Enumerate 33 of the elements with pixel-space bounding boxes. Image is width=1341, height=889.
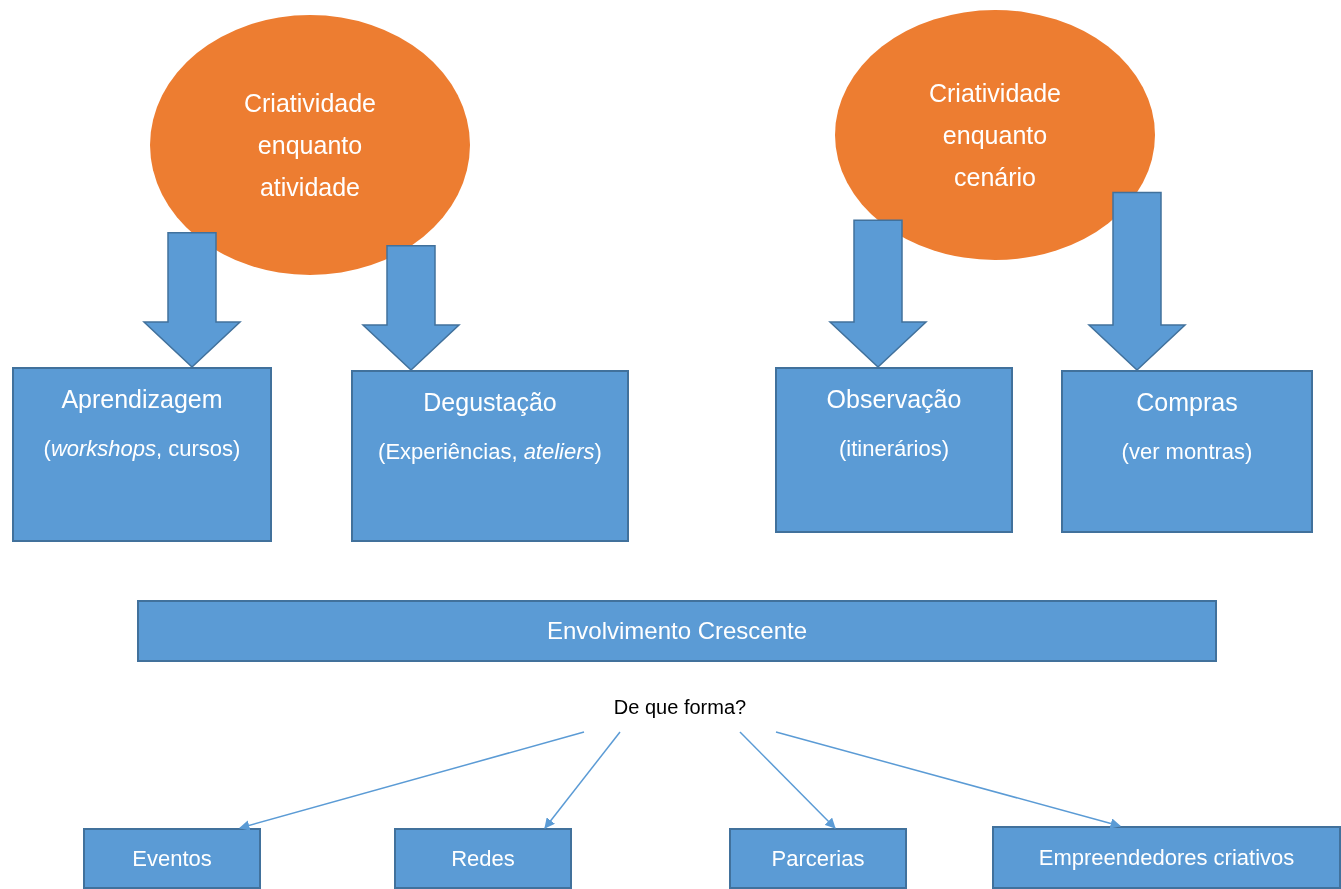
box-title: Parcerias [771,845,865,872]
box-title: Redes [451,845,515,872]
box-subtitle: (itinerários) [838,435,950,463]
process-box [992,826,1341,889]
box-title: Criatividade enquanto cenário [928,78,1062,193]
box-title: Empreendedores criativos [1038,844,1295,871]
box-title: Aprendizagem [61,385,223,414]
box-subtitle: (Experiências, ateliers) [377,438,603,466]
process-box [83,828,261,889]
block-arrow [361,245,461,372]
box-title: Eventos [132,845,212,872]
box-title: Envolvimento Crescente [546,617,808,645]
process-box [351,370,629,542]
arrow [739,731,836,829]
box-title: Degustação [423,388,557,417]
arrow [544,731,621,829]
process-box [775,367,1013,533]
box-subtitle: (workshops, cursos) [42,435,242,463]
arrow [239,731,585,831]
process-box [394,828,572,889]
question-text: De que forma? [613,696,747,719]
box-subtitle: (ver montras) [1120,438,1254,466]
box-title: Observação [826,385,962,414]
banner-bar [137,600,1217,662]
process-box [12,367,272,542]
block-arrow [142,232,242,369]
process-box [1061,370,1313,533]
process-box [729,828,907,889]
arrow [775,731,1121,829]
block-arrow [1087,191,1187,372]
box-title: Compras [1136,388,1238,417]
box-title: Criatividade enquanto atividade [243,88,377,203]
block-arrow [828,219,928,369]
